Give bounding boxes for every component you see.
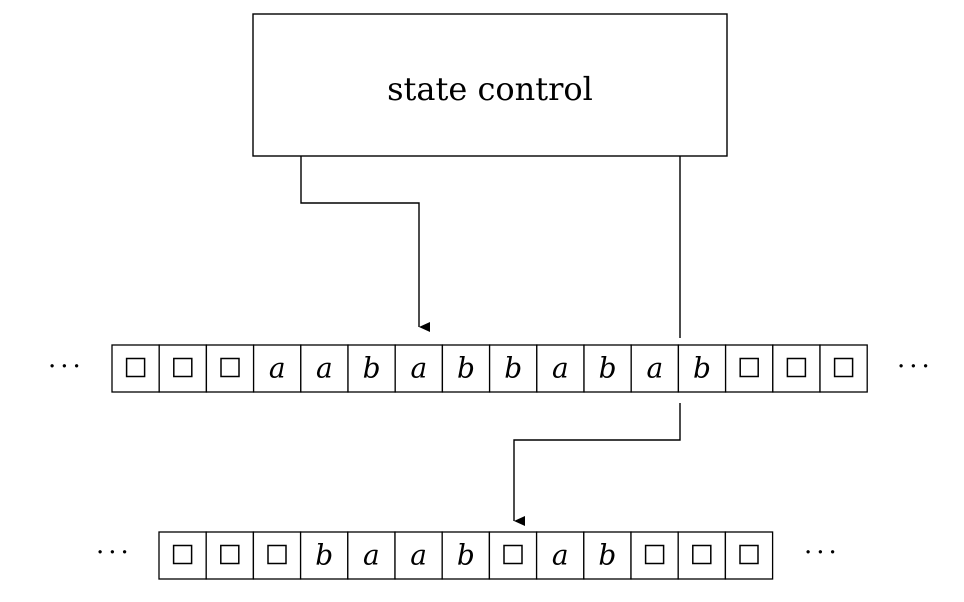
input-tape-cell: b (583, 344, 632, 393)
blank-symbol-icon (220, 544, 240, 565)
tape-symbol: b (457, 352, 475, 385)
output-tape-cell: a (535, 531, 585, 580)
input-tape-cell (819, 344, 868, 393)
tape-cell-frame (583, 531, 632, 580)
tape-cell-frame (158, 344, 208, 393)
tape-symbol: a (269, 352, 286, 385)
tape-cell-frame (488, 531, 538, 580)
blank-symbol-icon (503, 544, 523, 565)
input-tape-cell: a (252, 344, 302, 393)
input-tape-cell: a (536, 344, 585, 393)
tape-symbol: a (646, 352, 663, 385)
output-tape-cell: b (441, 531, 491, 580)
output-tape-left-ellipsis: ··· (96, 538, 133, 568)
tape-symbol: a (410, 539, 427, 572)
input-tape-cell: a (300, 344, 349, 393)
blank-symbol-icon (739, 544, 759, 565)
blank-symbol-icon (172, 544, 193, 565)
tape-cell-frame (441, 531, 491, 580)
input-tape-right-ellipsis: ··· (897, 352, 934, 382)
output-tape-cell (630, 531, 679, 580)
blank-symbol-icon (125, 357, 146, 378)
tape-cell-frame (394, 531, 443, 580)
blank-symbol-icon (692, 544, 712, 565)
tape-cell-frame (724, 344, 774, 393)
input-tape-cell: a (394, 344, 444, 393)
output-tape-cell (677, 531, 727, 580)
tape-symbol: a (316, 352, 333, 385)
read-head-arrow (300, 156, 430, 332)
blank-symbol-icon (739, 357, 759, 378)
output-tape-cell: b (583, 531, 632, 580)
tape-symbol: a (363, 539, 380, 572)
input-tape-cell (205, 344, 255, 393)
tape-cell-frame (158, 531, 207, 580)
tape-cell-frame (252, 531, 302, 580)
tape-symbol: b (504, 352, 522, 385)
tape-cell-frame (300, 344, 349, 393)
input-tape-cell (158, 344, 208, 393)
input-tape-left-ellipsis: ··· (48, 352, 85, 382)
output-tape-cell (205, 531, 255, 580)
output-tape-cell (488, 531, 538, 580)
tape-cell-frame (819, 344, 868, 393)
tape-symbol: a (552, 539, 569, 572)
tape-cell-frame (488, 344, 538, 393)
tape-symbol: b (599, 352, 617, 385)
tape-symbol: a (552, 352, 569, 385)
input-tape-cell: b (347, 344, 396, 393)
tape-cell-frame (630, 531, 679, 580)
tape-cell-frame (724, 531, 774, 580)
output-tape-cell (158, 531, 207, 580)
state-control-box: state control (252, 13, 728, 157)
output-tape-cell (724, 531, 774, 580)
blank-symbol-icon (644, 544, 665, 565)
tape-cell-frame (394, 344, 444, 393)
input-tape-cell: b (441, 344, 491, 393)
blank-symbol-icon (833, 357, 854, 378)
output-tape-cell: a (394, 531, 443, 580)
state-control-frame (252, 13, 728, 157)
input-tape-cell (111, 344, 160, 393)
tape-cell-frame (205, 531, 255, 580)
input-tape-cell: a (630, 344, 680, 393)
tape-cell-frame (111, 344, 160, 393)
tape-cell-frame (583, 344, 632, 393)
tape-symbol: a (410, 352, 427, 385)
blank-symbol-icon (220, 357, 240, 378)
write-head-arrow (513, 403, 681, 526)
blank-symbol-icon (786, 357, 807, 378)
output-tape-cell (252, 531, 302, 580)
tape-cell-frame (772, 344, 821, 393)
output-tape-cell: b (299, 531, 349, 580)
tape-cell-frame (205, 344, 255, 393)
blank-symbol-icon (173, 357, 193, 378)
tape-cell-frame (347, 531, 396, 580)
output-tape-cell: a (347, 531, 396, 580)
input-tape-cell: b (677, 344, 727, 393)
tape-cell-frame (535, 531, 585, 580)
input-tape-cell (724, 344, 774, 393)
input-tape-cell (772, 344, 821, 393)
tape-symbol: b (598, 539, 616, 572)
tape-symbol: b (457, 539, 475, 572)
tape-cell-frame (677, 531, 727, 580)
tape-symbol: b (315, 539, 333, 572)
blank-symbol-icon (267, 544, 287, 565)
tape-symbol: b (693, 352, 711, 385)
state-control-label: state control (387, 70, 593, 108)
tape-cell-frame (677, 344, 727, 393)
input-tape-cell: b (488, 344, 538, 393)
output-tape-right-ellipsis: ··· (804, 538, 841, 568)
tape-symbol: b (363, 352, 381, 385)
